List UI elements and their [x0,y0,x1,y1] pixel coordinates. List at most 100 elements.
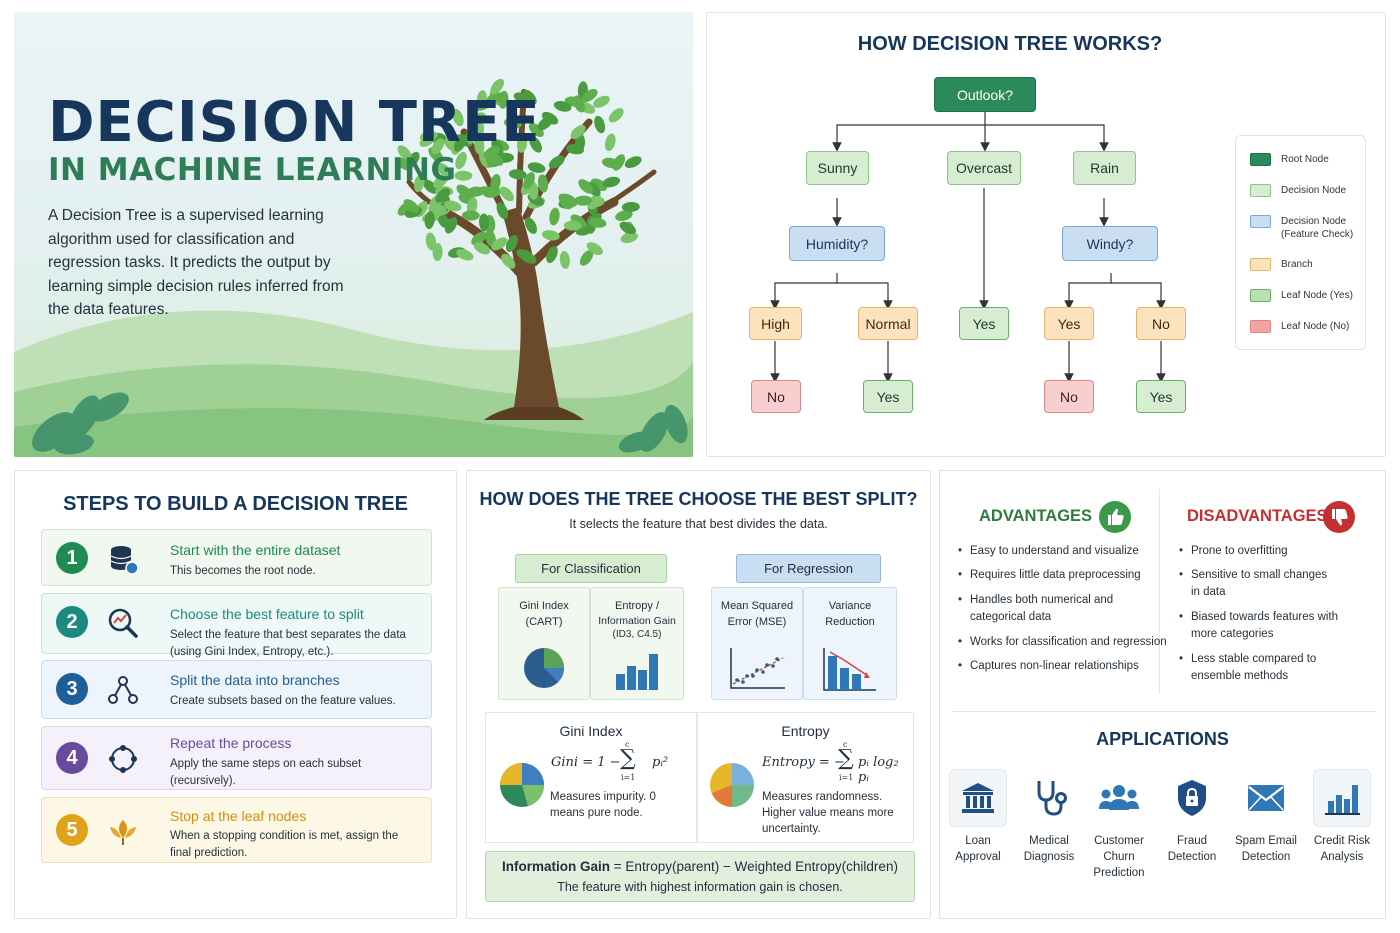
tree-leaf [593,95,610,108]
database-icon [110,546,139,575]
tree-leaf [425,232,437,251]
step-number: 5 [56,814,88,846]
node-high: High [749,307,802,340]
step-description: Select the feature that best separates t… [170,629,406,658]
tree-leaf [561,193,578,207]
tree-leaf [454,170,473,181]
step-description: Apply the same steps on each subset (rec… [170,758,362,787]
branch-nodes-icon [108,676,138,704]
tree-leaf [537,116,553,131]
disadvantage-item: Sensitive to small changes in data [1179,567,1329,601]
tree-leaf [424,211,435,229]
tree-leaf [563,220,582,231]
hero-description: A Decision Tree is a supervised learning… [48,207,344,318]
application-spam-email: Spam Email Detection [1231,769,1301,865]
legend-label: Decision Node [1281,185,1347,196]
steps-title: STEPS TO BUILD A DECISION TREE [63,493,408,515]
shield-lock-icon [1163,769,1221,827]
tree-leaf [496,202,509,220]
node-windy-yes-leaf: No [1044,380,1094,413]
sigma-symbol: ∑ [838,746,854,771]
tree-leaf [524,217,537,234]
metric-gini: Gini Index (CART) [498,587,590,700]
tree-leaf [602,176,621,188]
tree-leaf [529,136,542,153]
tree-leaf [548,155,565,169]
legend-swatch [1250,289,1271,302]
disadvantage-item: Biased towards features with more catego… [1179,609,1349,643]
legend-item: Root Node [1250,153,1329,166]
information-gain-term: Information Gain [502,859,611,874]
tree-leaf [537,174,549,193]
tree-leaf [499,186,515,202]
information-gain-formula: Information Gain = Entropy(parent) − Wei… [486,859,914,874]
tree-leaf [594,115,606,134]
node-windy-yes: Yes [1044,307,1094,340]
step-number: 3 [56,673,88,705]
step-title: Choose the best feature to split [170,606,364,622]
entropy-pie-icon [710,763,754,807]
tree-leaf [579,250,594,266]
tree-leaf [523,172,535,190]
tree-leaf [612,154,625,171]
node-windy: Windy? [1062,226,1158,261]
tree-leaf [570,214,587,228]
tree-leaf [491,237,508,251]
hero-subtitle: IN MACHINE LEARNING [48,152,457,188]
legend-item: Decision Node (Feature Check) [1250,215,1360,241]
tree-leaf [397,145,412,161]
legend-item: Decision Node [1250,184,1346,197]
sum-lower: i=1 [621,773,636,782]
tree-leaf [503,118,522,129]
tree-leaf [452,108,464,127]
tree-leaf [587,193,601,210]
thumbs-down-icon [1323,501,1355,533]
step-3: 3 Split the data into branches Create su… [41,660,432,719]
tree-leaf [466,186,485,197]
disadvantages-title: DISADVANTAGES [1187,507,1328,525]
tree-leaf [436,162,452,178]
tree-leaf [608,108,624,123]
sum-lower: i=1 [839,773,854,782]
tree-leaf [549,207,560,226]
bar-chart-icon [616,654,658,690]
tree-legend: Root Node Decision Node Decision Node (F… [1235,135,1366,350]
entropy-formula-term: pᵢ log₂ pᵢ [858,755,899,785]
magnifier-chart-icon [108,608,138,638]
application-label: Spam Email Detection [1235,835,1297,863]
tree-leaf [486,92,505,104]
node-high-leaf: No [751,380,801,413]
tree-leaf [471,231,487,246]
gini-pie-icon [500,763,544,807]
bank-icon [949,769,1007,827]
tree-leaf [581,88,598,103]
tree-leaf [443,200,462,212]
steps-panel: STEPS TO BUILD A DECISION TREE 1 Start w… [14,470,457,919]
step-title: Stop at the leaf nodes [170,808,307,824]
bar-chart-icon [1313,769,1371,827]
sigma-symbol: ∑ [620,746,636,771]
step-4: 4 Repeat the process Apply the same step… [41,726,432,790]
tree-leaf [513,92,531,104]
gini-note: Measures impurity. 0 means pure node. [550,791,656,819]
step-2: 2 Choose the best feature to split Selec… [41,593,432,658]
tree-leaf [559,250,570,269]
node-windy-no-leaf: Yes [1136,380,1186,413]
application-label: Fraud Detection [1167,835,1217,863]
metric-mse-label: Mean Squared Error (MSE) [720,600,794,628]
tree-leaf [431,138,445,155]
tree-connectors [770,112,1166,383]
application-medical-diagnosis: Medical Diagnosis [1018,769,1080,865]
legend-label: Decision Node (Feature Check) [1281,216,1354,240]
declining-bars-icon [823,648,876,691]
step-title: Start with the entire dataset [170,542,341,558]
step-description: When a stopping condition is met, assign… [170,830,399,859]
node-root: Outlook? [934,77,1036,112]
information-gain-note: The feature with highest information gai… [557,880,843,894]
tree-leaf [413,174,425,193]
information-gain-expression: = Entropy(parent) − Weighted Entropy(chi… [610,859,898,874]
tree-leaf [570,124,586,140]
tree-leaf [483,187,501,198]
metric-variance-label: Variance Reduction [825,600,875,628]
tree-leaf [621,201,640,212]
